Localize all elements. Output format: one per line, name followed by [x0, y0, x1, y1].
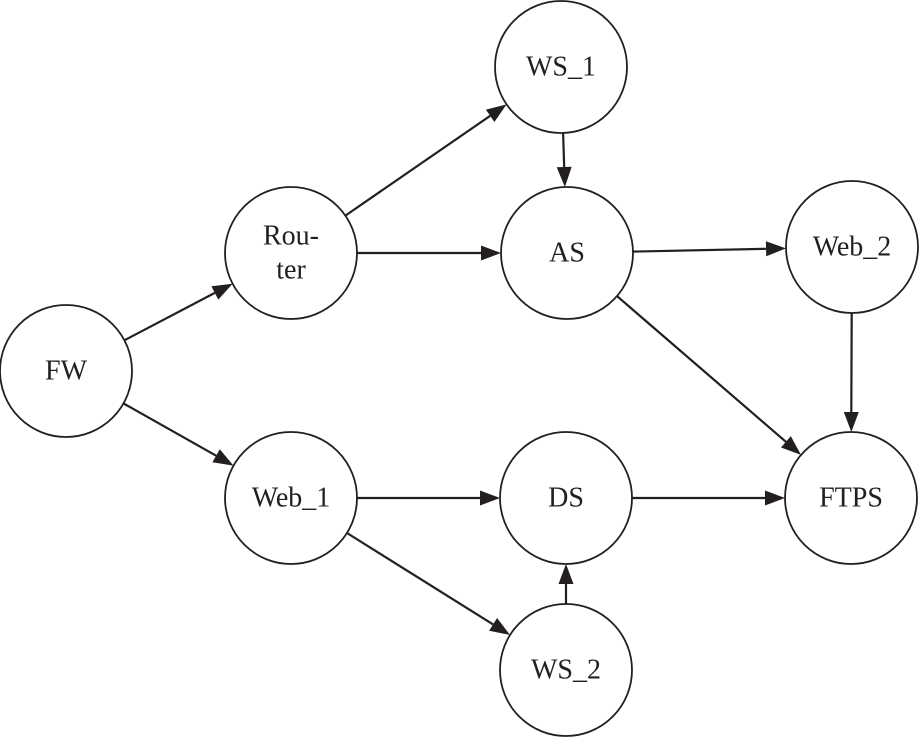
arrowhead-icon: [765, 241, 786, 257]
node-label: AS: [549, 238, 585, 269]
arrowhead-icon: [765, 490, 785, 506]
node-label: ter: [276, 255, 306, 286]
arrowhead-icon: [211, 283, 233, 300]
edge-line: [123, 291, 216, 342]
arrowhead-icon: [485, 104, 507, 122]
arrowhead-icon: [480, 490, 500, 506]
node-circle: [500, 186, 634, 320]
node-circle: [499, 603, 633, 737]
node-circle: [224, 431, 358, 565]
node-label: Web_1: [252, 483, 331, 514]
edge-fw-to-router: [123, 283, 233, 342]
node-label: Web_2: [813, 232, 892, 263]
edge-ws2-to-ds: [558, 564, 574, 604]
edge-ws1-to-as: [556, 132, 572, 187]
edge-line: [616, 295, 787, 443]
arrowhead-icon: [212, 449, 234, 466]
node-label: WS_2: [531, 655, 601, 686]
node-as: AS: [500, 186, 634, 320]
node-circle: [224, 186, 358, 320]
node-circle: [784, 431, 918, 565]
edge-web1-to-ds: [357, 490, 500, 506]
arrowhead-icon: [481, 245, 501, 261]
node-circle: [785, 180, 919, 314]
edge-line: [562, 132, 566, 168]
node-label: Rou-: [263, 221, 319, 252]
node-circle: [494, 0, 628, 134]
node-circle: [0, 304, 133, 438]
edge-router-to-as: [357, 245, 501, 261]
edge-line: [632, 247, 767, 253]
node-ws1: WS_1: [494, 0, 628, 134]
node-label: WS_1: [526, 52, 596, 83]
arrowhead-icon: [489, 618, 510, 635]
node-label: FW: [45, 356, 88, 387]
edge-line: [344, 114, 491, 217]
edge-as-to-web2: [632, 241, 786, 257]
node-label: FTPS: [819, 483, 883, 514]
node-ds: DS: [499, 431, 633, 565]
edge-line: [122, 402, 217, 457]
node-label: DS: [548, 483, 584, 514]
edge-as-to-ftps: [616, 295, 801, 455]
node-web1: Web_1: [224, 431, 358, 565]
node-circle: [499, 431, 633, 565]
node-ftps: FTPS: [784, 431, 918, 565]
edge-line: [346, 532, 494, 626]
edge-router-to-ws1: [344, 104, 507, 217]
edge-web1-to-ws2: [346, 532, 510, 635]
arrowhead-icon: [843, 412, 859, 432]
edge-ds-to-ftps: [632, 490, 785, 506]
node-ws2: WS_2: [499, 603, 633, 737]
node-fw: FW: [0, 304, 133, 438]
edge-web2-to-ftps: [843, 312, 859, 432]
node-router: Rou-ter: [224, 186, 358, 320]
node-web2: Web_2: [785, 180, 919, 314]
edge-fw-to-web1: [122, 402, 234, 466]
arrowhead-icon: [556, 166, 572, 187]
arrowhead-icon: [781, 436, 801, 455]
arrowhead-icon: [558, 564, 574, 584]
